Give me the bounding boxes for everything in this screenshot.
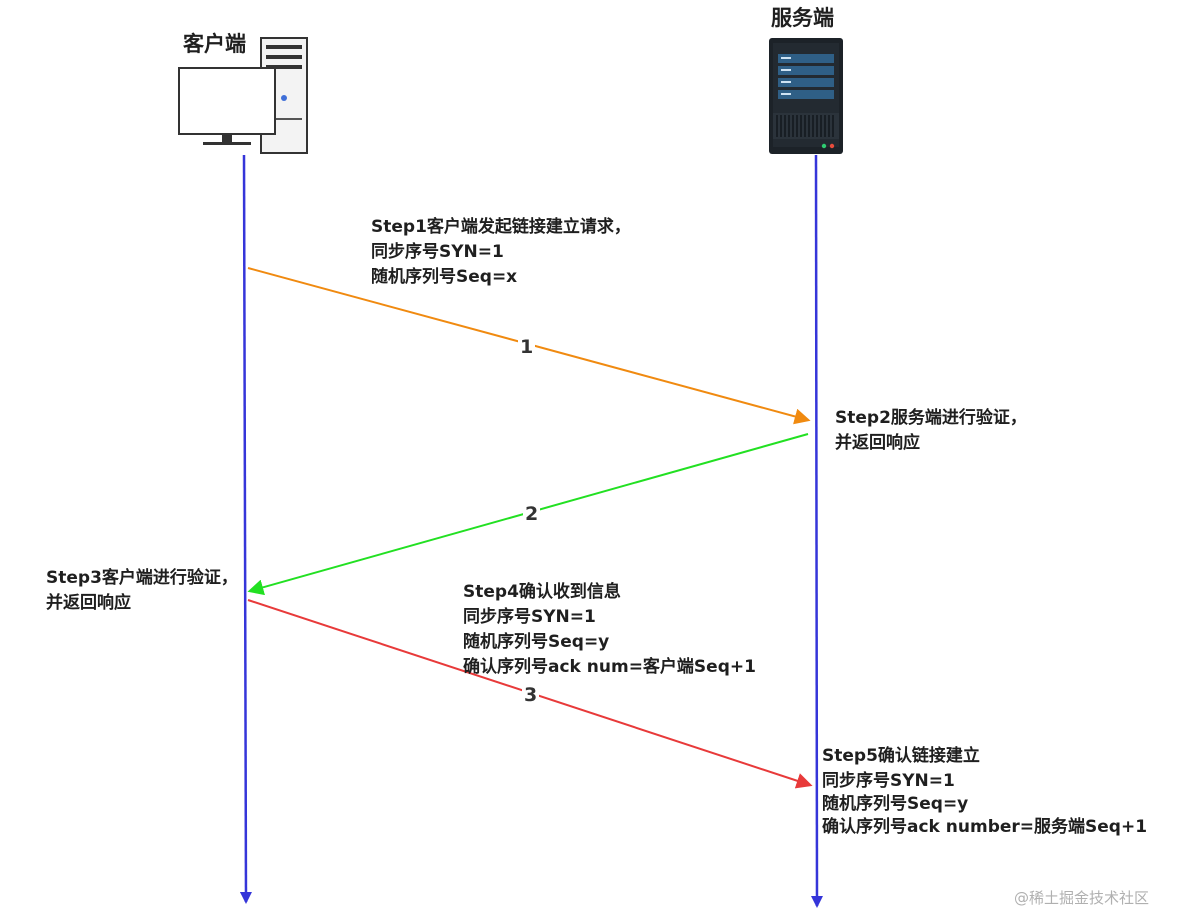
client-lifeline bbox=[239, 154, 252, 904]
step5-line: 随机序列号Seq=y bbox=[822, 794, 969, 814]
step5-line: 同步序号SYN=1 bbox=[822, 771, 955, 791]
step2-line: Step2服务端进行验证， bbox=[835, 408, 1027, 428]
step1-line: Step1客户端发起链接建立请求， bbox=[371, 217, 631, 237]
step4-line: 随机序列号Seq=y bbox=[463, 632, 610, 652]
step3-line: Step3客户端进行验证， bbox=[46, 568, 238, 588]
server-rack-icon bbox=[769, 38, 843, 154]
step1-line: 随机序列号Seq=x bbox=[371, 267, 518, 287]
message-1-label: 1 bbox=[518, 336, 536, 358]
watermark: @稀土掘金技术社区 bbox=[1014, 889, 1150, 907]
step5-line: 确认序列号ack number=服务端Seq+1 bbox=[822, 817, 1148, 837]
step4-line: Step4确认收到信息 bbox=[463, 582, 621, 602]
message-2-label: 2 bbox=[523, 503, 541, 525]
step2-line: 并返回响应 bbox=[835, 433, 920, 453]
server-lifeline bbox=[810, 154, 823, 908]
desktop-computer-icon bbox=[178, 37, 308, 154]
step4-line: 同步序号SYN=1 bbox=[463, 607, 596, 627]
step1-line: 同步序号SYN=1 bbox=[371, 242, 504, 262]
client-title: 客户端 bbox=[183, 32, 246, 56]
message-3-label: 3 bbox=[522, 684, 540, 706]
step5-line: Step5确认链接建立 bbox=[822, 746, 980, 766]
server-title: 服务端 bbox=[771, 6, 834, 30]
step4-line: 确认序列号ack num=客户端Seq+1 bbox=[463, 657, 756, 677]
step3-line: 并返回响应 bbox=[46, 593, 131, 613]
